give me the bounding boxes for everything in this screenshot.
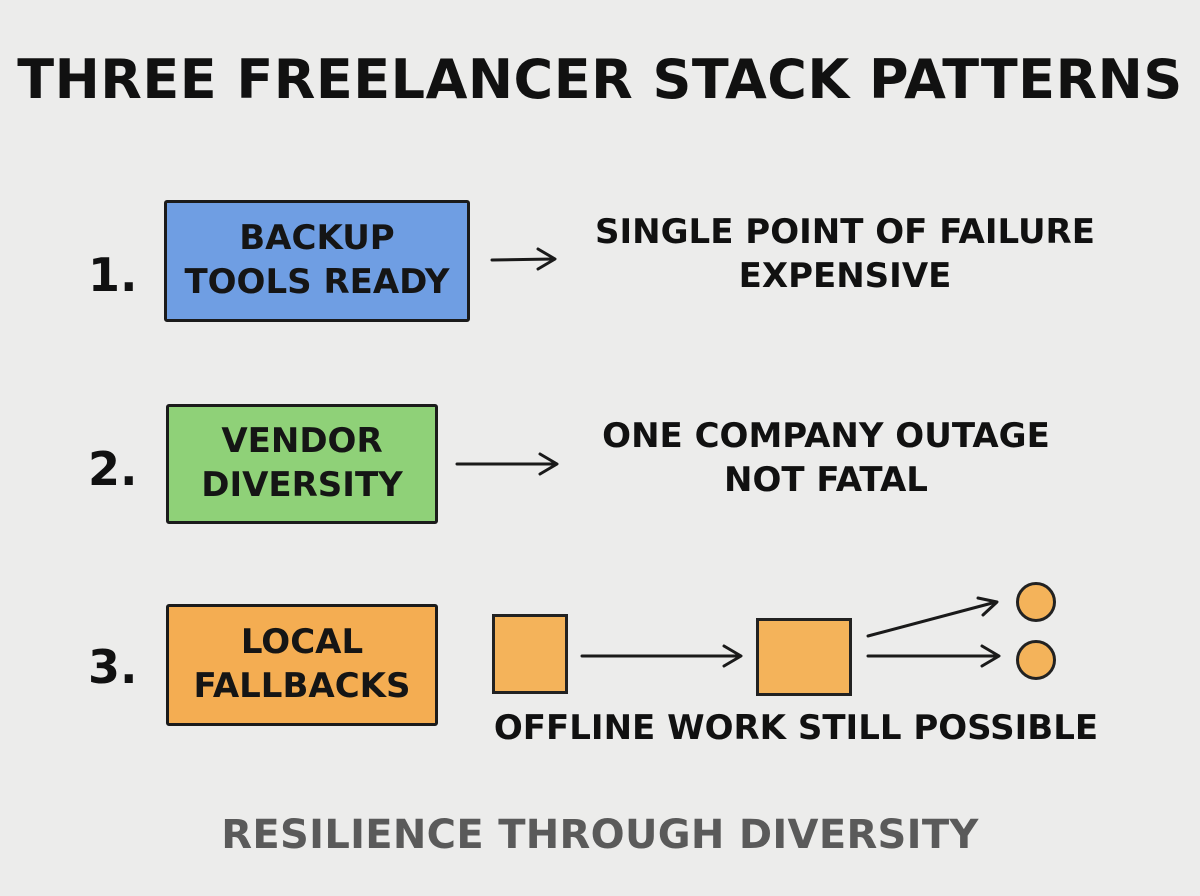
pattern-3-result: OFFLINE WORK STILL POSSIBLE bbox=[486, 706, 1106, 750]
pattern-1-result-line-1: SINGLE POINT OF FAILURE bbox=[595, 212, 1095, 252]
arrow-square-1-to-2 bbox=[580, 644, 743, 668]
pattern-2-result-line-2: NOT FATAL bbox=[724, 460, 928, 501]
diagram-footer: RESILIENCE THROUGH DIVERSITY bbox=[221, 812, 979, 858]
pattern-1-number: 1. bbox=[88, 248, 138, 302]
arrow-pattern-2 bbox=[455, 452, 559, 476]
pattern-2-box-line-1: VENDOR bbox=[221, 421, 383, 462]
pattern-2-box: VENDOR DIVERSITY bbox=[166, 404, 438, 524]
pattern-3-box-line-1: LOCAL bbox=[240, 622, 364, 663]
offline-step-square-2 bbox=[756, 618, 852, 696]
pattern-1-result: SINGLE POINT OF FAILURE EXPENSIVE bbox=[585, 210, 1105, 298]
pattern-2-box-line-2: DIVERSITY bbox=[201, 465, 403, 505]
arrow-square-2-to-circle-2 bbox=[866, 644, 1001, 668]
pattern-1-box-line-2: TOOLS READY bbox=[184, 262, 450, 302]
offline-output-circle-1 bbox=[1016, 582, 1056, 622]
offline-step-square-1 bbox=[492, 614, 568, 694]
diagram-title: THREE FREELANCER STACK PATTERNS bbox=[17, 48, 1183, 111]
pattern-3-box-line-2: FALLBACKS bbox=[193, 666, 411, 706]
arrow-pattern-1 bbox=[490, 247, 557, 271]
pattern-3-result-line-1: OFFLINE WORK STILL POSSIBLE bbox=[493, 708, 1099, 748]
pattern-2-number: 2. bbox=[88, 442, 138, 496]
pattern-1-result-line-2: EXPENSIVE bbox=[738, 256, 952, 297]
pattern-2-result: ONE COMPANY OUTAGE NOT FATAL bbox=[576, 414, 1076, 502]
pattern-3-box: LOCAL FALLBACKS bbox=[166, 604, 438, 726]
pattern-1-box-line-1: BACKUP bbox=[239, 218, 395, 259]
pattern-2-result-line-1: ONE COMPANY OUTAGE bbox=[602, 416, 1050, 456]
pattern-3-number: 3. bbox=[88, 640, 138, 694]
offline-output-circle-2 bbox=[1016, 640, 1056, 680]
arrow-square-2-to-circle-1 bbox=[866, 596, 999, 638]
pattern-1-box: BACKUP TOOLS READY bbox=[164, 200, 470, 322]
